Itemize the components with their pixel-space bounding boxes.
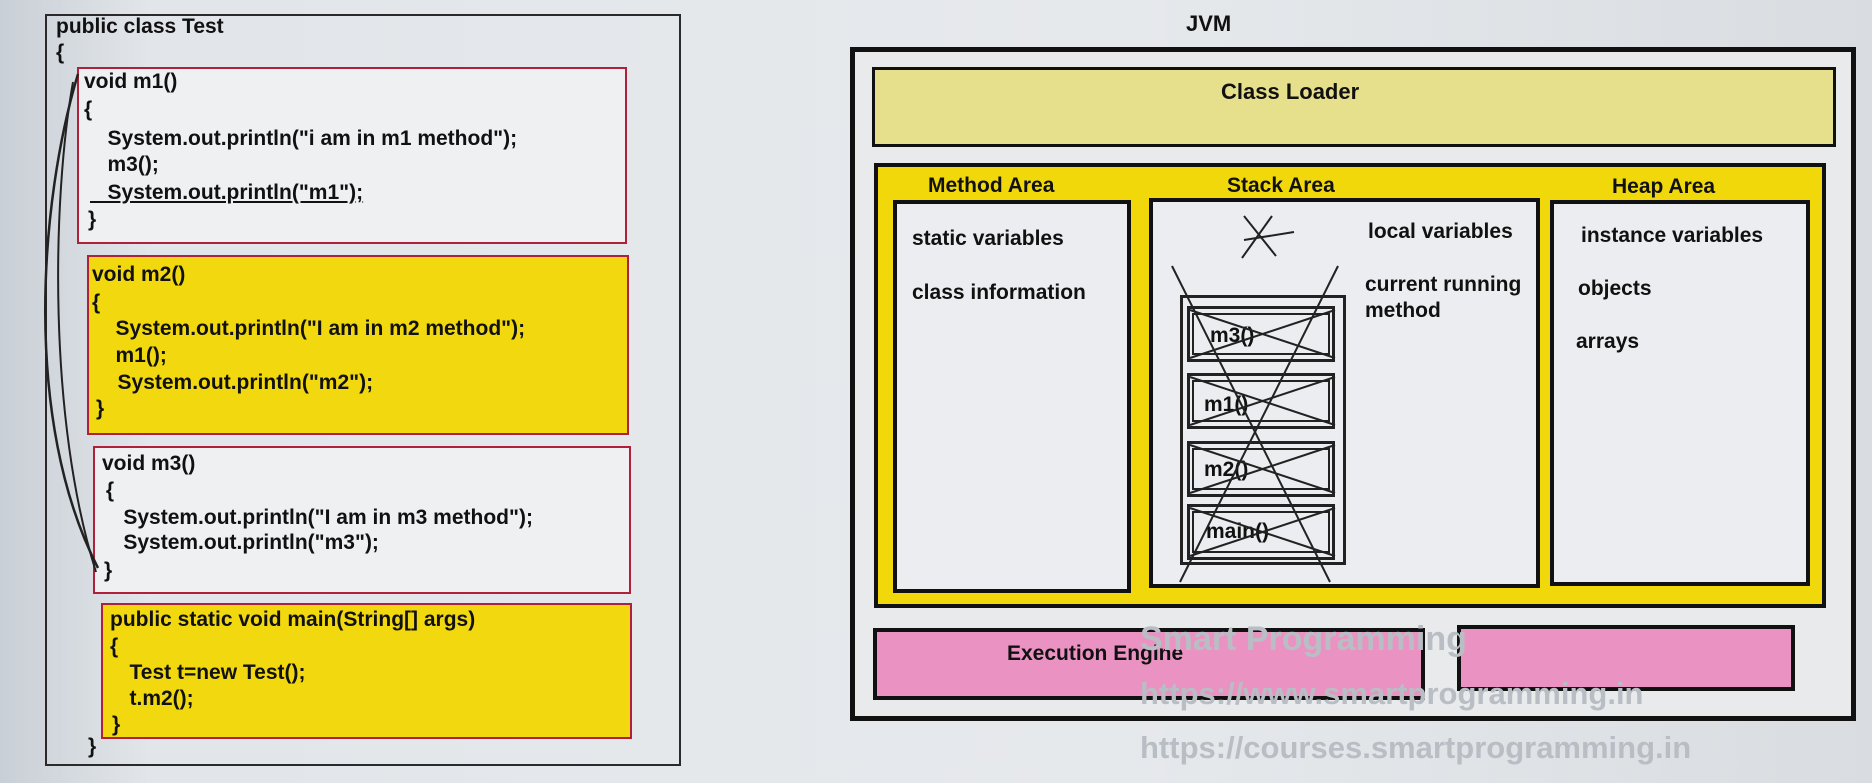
code-panel — [45, 14, 681, 766]
heap-area-box — [1550, 200, 1810, 586]
m2-line-6: } — [96, 397, 105, 420]
class-loader-label: Class Loader — [1221, 79, 1360, 104]
method-area-item-2: class information — [912, 281, 1086, 304]
class-loader-box — [872, 67, 1836, 147]
main-line-4: t.m2(); — [112, 687, 194, 710]
call-arrow-outer — [44, 73, 100, 569]
method-area-box — [893, 200, 1131, 593]
m1-line-3: System.out.println("i am in m1 method"); — [90, 127, 518, 150]
m2-line-2: { — [92, 291, 101, 314]
m3-line-4: System.out.println("m3"); — [100, 531, 379, 554]
m3-line-2: { — [100, 479, 115, 502]
method-m3-box — [93, 446, 631, 594]
execution-engine-label: Execution Engine — [1007, 642, 1184, 665]
method-area-item-1: static variables — [912, 227, 1064, 250]
stack-area-item-1: local variables — [1368, 220, 1513, 243]
heap-area-item-2: objects — [1578, 277, 1652, 300]
heap-area-item-1: instance variables — [1581, 224, 1764, 247]
m1-line-6: } — [88, 208, 97, 231]
m1-line-5: System.out.println("m1"); — [90, 181, 364, 204]
execution-engine-box — [873, 628, 1425, 700]
m1-line-2: { — [84, 98, 93, 121]
stack-area-title: Stack Area — [1227, 174, 1335, 197]
main-line-5: } — [112, 713, 121, 736]
m2-line-5: System.out.println("m2"); — [100, 371, 374, 394]
heap-area-item-3: arrays — [1576, 330, 1640, 353]
m1-line-1: void m1() — [84, 70, 178, 93]
class-close-brace: } — [88, 735, 97, 758]
call-arrow-inner — [57, 81, 97, 573]
method-area-title: Method Area — [928, 174, 1055, 197]
native-interface-box — [1457, 625, 1795, 691]
method-main-box — [101, 603, 632, 739]
m2-line-3: System.out.println("I am in m2 method"); — [98, 317, 526, 340]
watermark-url-1: https://www.smartprogramming.in — [1140, 676, 1644, 711]
stack-frame-m3 — [1187, 306, 1335, 362]
m2-line-4: m1(); — [98, 344, 167, 367]
m1-line-4: m3(); — [90, 153, 159, 176]
stack-cross-out-marks — [1171, 215, 1339, 583]
main-line-1: public static void main(String[] args) — [110, 608, 476, 631]
jvm-title: JVM — [1186, 11, 1232, 36]
method-m1-box — [77, 67, 627, 244]
watermark-url-2: https://courses.smartprogramming.in — [1140, 730, 1692, 765]
stack-frames-container — [1180, 295, 1346, 565]
main-line-2: { — [110, 635, 119, 658]
m3-line-5: } — [104, 559, 113, 582]
method-m2-box — [87, 255, 629, 435]
class-declaration: public class Test — [56, 15, 224, 38]
m2-line-1: void m2() — [92, 263, 186, 286]
class-open-brace: { — [56, 41, 65, 64]
watermark-name: Smart Programming — [1140, 620, 1467, 658]
stack-frame-main — [1187, 504, 1335, 560]
call-flow-lines — [44, 73, 100, 573]
m3-line-3: System.out.println("I am in m3 method"); — [100, 506, 533, 529]
m3-line-1: void m3() — [102, 452, 196, 475]
stack-area-item-2: current running — [1365, 273, 1522, 296]
stack-frame-m2-label: m2() — [1204, 458, 1249, 481]
heap-area-title: Heap Area — [1612, 175, 1716, 198]
main-line-3: Test t=new Test(); — [112, 661, 306, 684]
stack-frame-main-label: main() — [1206, 520, 1269, 543]
stack-area-item-3: method — [1365, 299, 1441, 322]
